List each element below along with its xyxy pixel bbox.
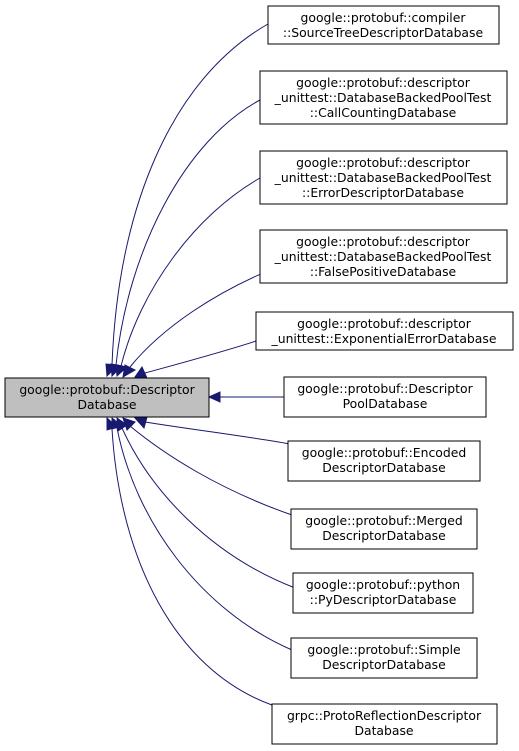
inheritance-edges	[105, 23, 296, 706]
node-source-tree-descriptor-database[interactable]: google::protobuf::compiler ::SourceTreeD…	[267, 5, 500, 45]
node-label-line: DescriptorDatabase	[322, 528, 446, 543]
node-label-line: PoolDatabase	[343, 396, 428, 411]
node-label-line: google::protobuf::compiler	[301, 10, 467, 25]
derived-class-nodes: google::protobuf::compiler ::SourceTreeD…	[255, 5, 514, 745]
node-simple-descriptor-database[interactable]: google::protobuf::Simple DescriptorDatab…	[290, 637, 478, 679]
arrow-proto-reflection	[106, 416, 118, 431]
base-class-line-1: google::protobuf::Descriptor	[19, 382, 195, 397]
node-call-counting-database[interactable]: google::protobuf::descriptor _unittest::…	[259, 70, 508, 125]
node-label-line: google::protobuf::Descriptor	[297, 381, 473, 396]
node-label-line: google::protobuf::descriptor	[296, 155, 471, 170]
edge-exponential-error	[144, 338, 263, 374]
node-proto-reflection-descriptor-database[interactable]: grpc::ProtoReflectionDescriptor Database	[271, 703, 498, 745]
edge-proto-reflection	[111, 428, 273, 706]
arrow-encoded	[133, 416, 148, 430]
node-label-line: ::ErrorDescriptorDatabase	[302, 185, 464, 200]
node-label-line: google::protobuf::Encoded	[302, 445, 466, 460]
node-label-line: _unittest::DatabaseBackedPoolTest	[274, 90, 492, 105]
node-label-line: ::FalsePositiveDatabase	[310, 264, 456, 279]
node-label-line: google::protobuf::descriptor	[296, 234, 471, 249]
edge-py-descriptor	[121, 427, 296, 589]
node-label-line: google::protobuf::Simple	[307, 642, 460, 657]
node-label-line: DescriptorDatabase	[322, 657, 446, 672]
node-label-line: _unittest::ExponentialErrorDatabase	[271, 331, 497, 346]
base-class-node[interactable]: google::protobuf::Descriptor Database	[4, 377, 210, 418]
node-descriptor-pool-database[interactable]: google::protobuf::Descriptor PoolDatabas…	[283, 376, 487, 418]
arrow-pool-database	[207, 391, 221, 403]
node-label-line: _unittest::DatabaseBackedPoolTest	[274, 170, 492, 185]
node-py-descriptor-database[interactable]: google::protobuf::python ::PyDescriptorD…	[292, 572, 474, 614]
arrow-false-positive	[122, 364, 137, 378]
node-label-line: DescriptorDatabase	[322, 460, 446, 475]
edge-error-descriptor	[120, 177, 261, 367]
node-label-line: ::PyDescriptorDatabase	[310, 592, 457, 607]
edge-encoded	[144, 421, 291, 445]
edge-simple	[116, 427, 293, 651]
node-label-line: google::protobuf::Merged	[305, 513, 463, 528]
node-exponential-error-database[interactable]: google::protobuf::descriptor _unittest::…	[255, 311, 514, 351]
edge-call-counting	[115, 99, 261, 366]
node-label-line: google::protobuf::python	[306, 577, 460, 592]
node-label-line: Database	[354, 723, 413, 738]
node-label-line: ::CallCountingDatabase	[310, 105, 457, 120]
edge-source-tree	[111, 23, 269, 366]
base-class-line-2: Database	[77, 397, 136, 412]
node-label-line: google::protobuf::descriptor	[297, 316, 472, 331]
edge-merged	[129, 425, 293, 516]
node-encoded-descriptor-database[interactable]: google::protobuf::Encoded DescriptorData…	[287, 440, 481, 482]
node-label-line: google::protobuf::descriptor	[296, 75, 471, 90]
node-error-descriptor-database[interactable]: google::protobuf::descriptor _unittest::…	[259, 150, 508, 205]
node-label-line: ::SourceTreeDescriptorDatabase	[283, 25, 483, 40]
node-label-line: _unittest::DatabaseBackedPoolTest	[274, 249, 492, 264]
node-false-positive-database[interactable]: google::protobuf::descriptor _unittest::…	[259, 229, 508, 284]
node-merged-descriptor-database[interactable]: google::protobuf::Merged DescriptorDatab…	[290, 508, 478, 550]
node-label-line: grpc::ProtoReflectionDescriptor	[287, 708, 482, 723]
